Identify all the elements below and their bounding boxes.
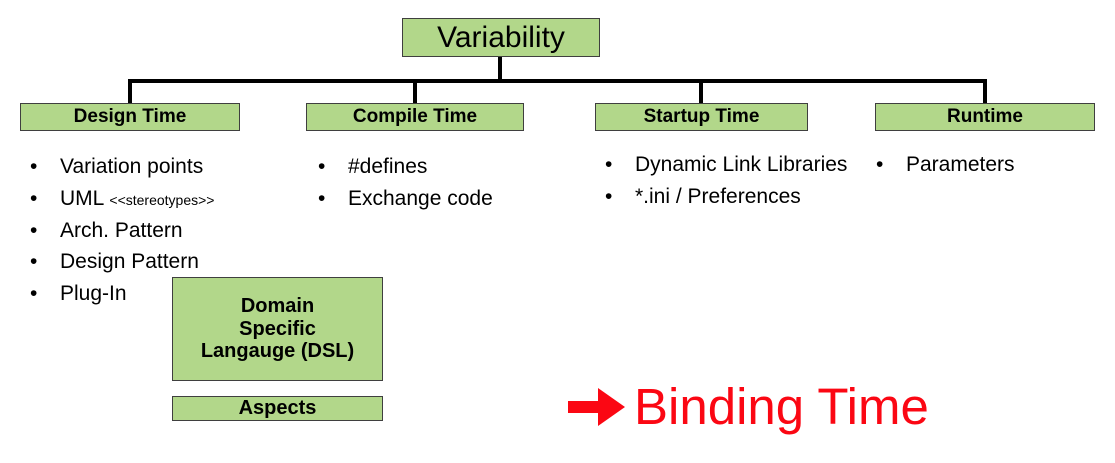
bullet-marker-icon: • (30, 250, 38, 274)
node-variability-label: Variability (437, 20, 565, 54)
list-item-label: Variation points (60, 155, 204, 178)
connector-drop-design-time (128, 79, 132, 104)
bullet-marker-icon: • (318, 155, 326, 178)
node-compile-time[interactable]: Compile Time (306, 103, 524, 131)
node-aspects-label: Aspects (238, 397, 317, 420)
node-aspects[interactable]: Aspects (172, 396, 383, 421)
node-runtime[interactable]: Runtime (875, 103, 1095, 131)
list-item: • Plug-In (30, 279, 290, 309)
list-item: • UML <<stereotypes>> (30, 184, 290, 214)
list-item: • Variation points (30, 152, 290, 182)
list-item-label: UML <<stereotypes>> (60, 186, 215, 210)
binding-time-label: Binding Time (634, 378, 929, 435)
list-item-tag: <<stereotypes>> (109, 191, 215, 208)
list-item-label: #defines (348, 155, 428, 178)
list-item: • Exchange code (318, 184, 568, 214)
bullet-list-runtime: • Parameters (876, 150, 1106, 182)
node-design-time[interactable]: Design Time (20, 103, 240, 131)
list-item: • Dynamic Link Libraries (605, 150, 855, 180)
list-item: • #defines (318, 152, 568, 182)
list-item-label: Parameters (906, 153, 1015, 176)
list-item: • Parameters (876, 150, 1106, 180)
connector-drop-startup-time (699, 79, 703, 104)
right-arrow-icon (568, 387, 625, 426)
node-compile-time-label: Compile Time (352, 106, 478, 128)
bullet-marker-icon: • (30, 282, 38, 306)
bullet-marker-icon: • (876, 153, 884, 176)
binding-time-callout: Binding Time (568, 381, 929, 432)
list-item-label: Arch. Pattern (60, 218, 183, 242)
node-runtime-label: Runtime (947, 106, 1023, 128)
bullet-marker-icon: • (30, 218, 38, 242)
list-item: • *.ini / Preferences (605, 182, 855, 212)
bullet-marker-icon: • (318, 186, 326, 210)
list-item-label: Plug-In (60, 282, 127, 306)
bullet-list-design-time: • Variation points • UML <<stereotypes>>… (30, 152, 290, 311)
node-variability[interactable]: Variability (402, 18, 600, 57)
list-item: • Design Pattern (30, 247, 290, 277)
list-item-label: Exchange code (348, 186, 493, 210)
node-startup-time-label: Startup Time (643, 106, 760, 128)
node-startup-time[interactable]: Startup Time (595, 103, 808, 131)
bullet-list-compile-time: • #defines • Exchange code (318, 152, 568, 216)
bullet-marker-icon: • (30, 186, 38, 210)
list-item: • Arch. Pattern (30, 216, 290, 246)
connector-drop-runtime (983, 79, 987, 104)
connector-root-stem (498, 57, 502, 82)
list-item-label: Design Pattern (60, 250, 199, 274)
node-design-time-label: Design Time (73, 106, 187, 128)
connector-drop-compile-time (413, 79, 417, 104)
list-item-label: Dynamic Link Libraries (635, 153, 848, 176)
bullet-list-startup-time: • Dynamic Link Libraries • *.ini / Prefe… (605, 150, 855, 214)
list-item-label: *.ini / Preferences (635, 184, 801, 208)
bullet-marker-icon: • (30, 155, 38, 178)
bullet-marker-icon: • (605, 184, 613, 208)
bullet-marker-icon: • (605, 153, 613, 176)
connector-horizontal-bus (130, 79, 986, 83)
